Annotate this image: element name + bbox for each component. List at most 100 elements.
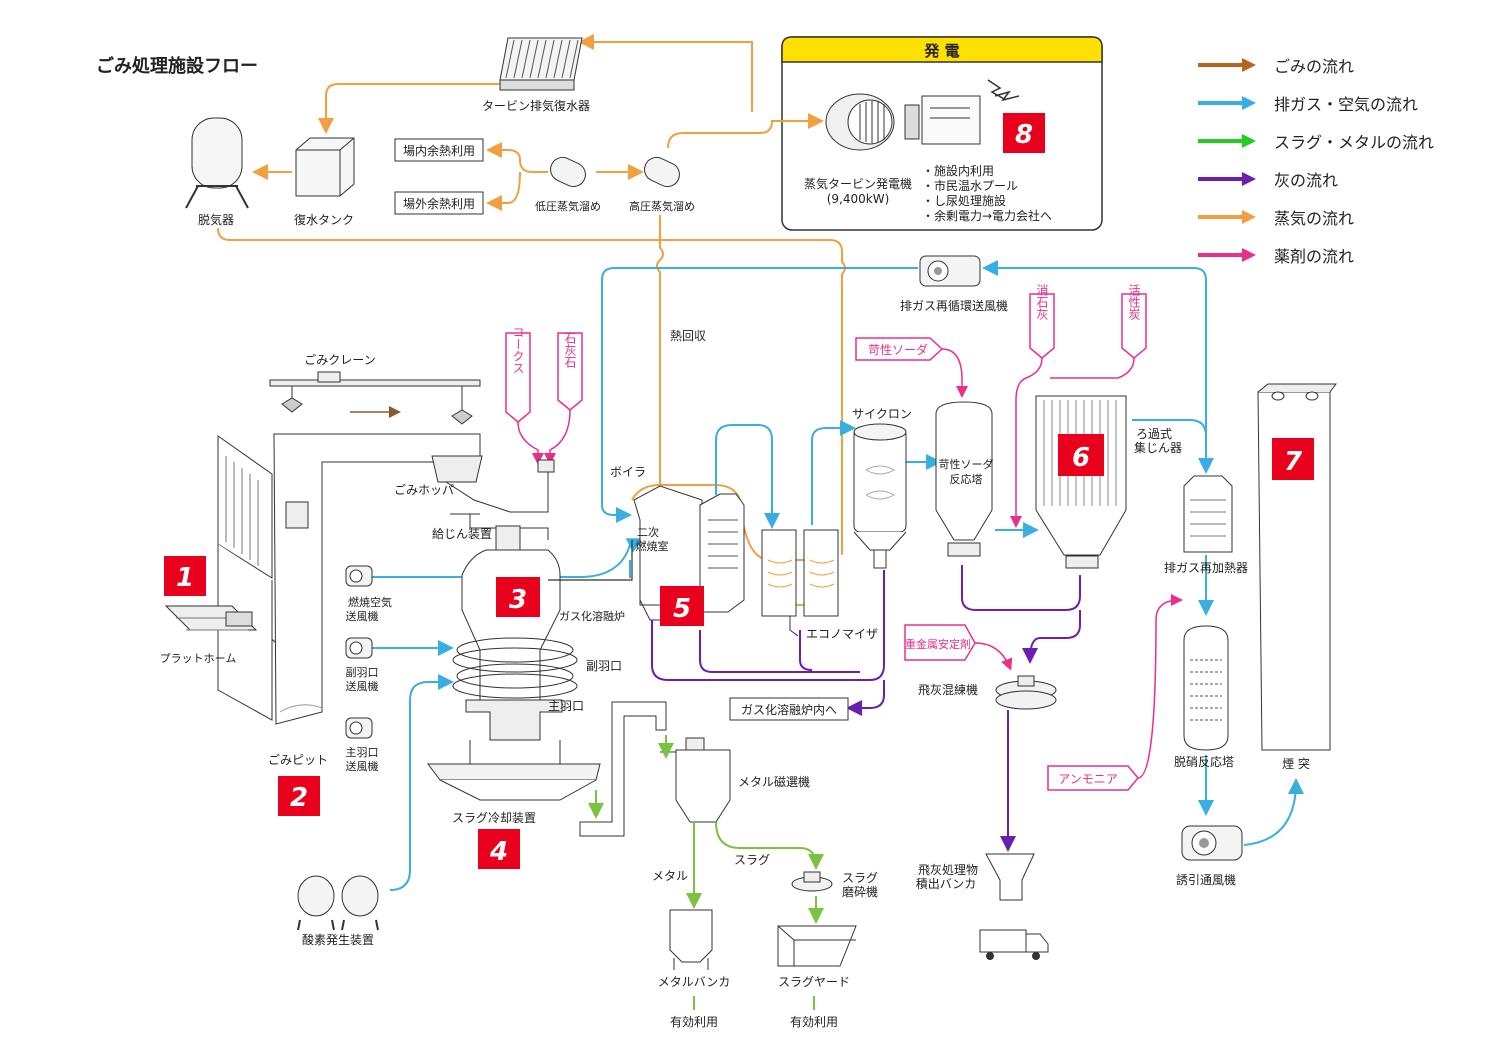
legend: ごみの流れ 排ガス・空気の流れ スラグ・メタルの流れ 灰の流れ 蒸気の流れ 薬剤… — [1198, 46, 1488, 274]
bag-filter-label-1: ろ過式 — [1136, 427, 1172, 441]
denox-label: 脱硝反応塔 — [1174, 754, 1234, 769]
metal-bunker — [669, 909, 713, 970]
onsite-heat-box — [394, 138, 484, 162]
to-furnace-label: ガス化溶融炉内へ — [741, 702, 837, 717]
legend-arrow-icon — [1198, 96, 1258, 110]
number-7: 7 — [1284, 447, 1303, 477]
activated-carbon-label: 活性炭 — [1127, 284, 1141, 321]
number-6: 6 — [1072, 443, 1090, 473]
reuse-metal-label: 有効利用 — [670, 1014, 718, 1029]
number-5-badge — [660, 586, 704, 626]
metal-bunker-label: メタルバンカ — [658, 975, 731, 989]
sub-tuyere-fan-label-1: 副羽口 — [346, 666, 379, 679]
refuse-hopper — [431, 455, 555, 551]
power-use-3: ・し尿処理施設 — [922, 193, 1006, 208]
power-generation-box: 発 電 8 蒸気タービン発電機 (9,400kW) ・施設内利用 ・市民温水プー… — [781, 36, 1103, 231]
recirculation-fan-label: 排ガス再循環送風機 — [900, 298, 1008, 313]
number-5: 5 — [673, 594, 691, 624]
feeder-label: 給じん装置 — [432, 527, 492, 541]
number-2-badge — [278, 776, 320, 816]
coke-label: コークス — [511, 326, 525, 374]
hopper-label: ごみホッパ — [394, 482, 454, 497]
crane-label: ごみクレーン — [304, 352, 375, 367]
generator-icon — [825, 79, 1020, 151]
legend-label: 排ガス・空気の流れ — [1274, 95, 1419, 114]
slag-yard — [777, 925, 857, 967]
legend-arrow-icon — [1198, 58, 1258, 72]
metal-label: メタル — [652, 869, 688, 883]
platform — [164, 605, 258, 631]
limestone-label: 石灰石 — [563, 332, 577, 368]
ash-flow-lines — [651, 565, 1081, 852]
slag-cooler-label: スラグ冷却装置 — [452, 811, 536, 825]
slag-grinder — [791, 871, 833, 892]
economizer — [761, 529, 839, 637]
boiler — [633, 485, 745, 625]
legend-label: 薬剤の流れ — [1274, 247, 1355, 266]
magnetic-separator-label: メタル磁選機 — [738, 774, 810, 789]
high-pressure-header-label: 高圧蒸気溜め — [629, 199, 695, 213]
deaerator — [185, 117, 249, 209]
combustion-fan-label-1: 燃焼空気 — [348, 595, 392, 609]
number-2: 2 — [290, 783, 308, 813]
exhaust-reheater — [1183, 475, 1233, 553]
number-7-badge — [1272, 438, 1314, 480]
heat-recovery-label: 熱回収 — [670, 329, 706, 343]
slag-metal-flow-lines — [588, 735, 824, 924]
caustic-soda-tag-label: 苛性ソーダ — [868, 342, 928, 357]
ammonia-label: アンモニア — [1058, 772, 1118, 786]
induced-draft-fan — [1181, 825, 1243, 861]
oxygen-generator — [297, 875, 379, 931]
secondary-chamber-label-1: 二次 — [637, 525, 659, 539]
main-tuyere-fan-label-1: 主羽口 — [346, 746, 379, 759]
reuse-arrows — [693, 996, 815, 1010]
reuse-slag-label: 有効利用 — [790, 1014, 838, 1029]
legend-label: 灰の流れ — [1274, 171, 1339, 190]
power-use-1: ・施設内利用 — [922, 163, 994, 178]
slag-yard-label: スラグヤード — [778, 975, 850, 989]
number-1-badge — [164, 556, 206, 596]
legend-item-gas: 排ガス・空気の流れ — [1198, 84, 1488, 122]
platform-label: プラットホーム — [160, 652, 237, 665]
offsite-heat-label: 場外余熱利用 — [403, 196, 475, 211]
legend-item-ash: 灰の流れ — [1198, 160, 1488, 198]
chimney-label: 煙 突 — [1282, 756, 1310, 771]
deaerator-label: 脱気器 — [198, 212, 234, 227]
oxygen-generator-label: 酸素発生装置 — [302, 932, 374, 947]
slag-label: スラグ — [734, 853, 770, 867]
boiler-label: ボイラ — [610, 465, 646, 479]
turbine-condenser — [499, 37, 583, 91]
number-3-badge — [496, 577, 540, 617]
onsite-heat-label: 場内余熱利用 — [403, 143, 475, 158]
slag-grinder-label-1: スラグ — [842, 871, 878, 885]
caustic-tower-label-1: 苛性ソーダ — [939, 457, 994, 471]
ash-bunker-label-1: 飛灰処理物 — [918, 863, 978, 877]
id-fan-label: 誘引通風機 — [1176, 872, 1236, 887]
gas-air-flow-lines — [372, 260, 1304, 891]
combustion-air-fan — [345, 565, 373, 587]
secondary-chamber-label-2: 燃焼室 — [636, 539, 669, 553]
ash-bunker-label-2: 積出バンカ — [916, 876, 977, 891]
legend-arrow-icon — [1198, 172, 1258, 186]
legend-item-steam: 蒸気の流れ — [1198, 198, 1488, 236]
reheater-label: 排ガス再加熱器 — [1164, 561, 1248, 575]
slag-conveyor — [579, 701, 667, 837]
number-8: 8 — [1015, 120, 1033, 150]
number-3: 3 — [509, 585, 527, 615]
low-pressure-header-label: 低圧蒸気溜め — [535, 199, 601, 213]
sub-tuyere-fan — [345, 637, 373, 659]
cyclone — [853, 423, 907, 569]
heavy-metal-label: 重金属安定剤 — [905, 637, 971, 651]
legend-label: 蒸気の流れ — [1274, 209, 1355, 228]
generator-capacity: (9,400kW) — [827, 192, 890, 206]
sub-tuyere-fan-label-2: 送風機 — [346, 679, 379, 693]
gasification-melting-furnace — [452, 540, 633, 741]
sub-tuyere-label: 副羽口 — [586, 659, 622, 673]
caustic-soda-reaction-tower — [935, 401, 993, 557]
diagram-title: ごみ処理施設フロー — [96, 55, 258, 77]
legend-arrow-icon — [1198, 210, 1258, 224]
high-pressure-header — [644, 156, 680, 188]
pit-label: ごみピット — [268, 752, 328, 767]
slag-cooling-device — [427, 740, 601, 801]
fly-ash-bunker — [985, 853, 1035, 901]
